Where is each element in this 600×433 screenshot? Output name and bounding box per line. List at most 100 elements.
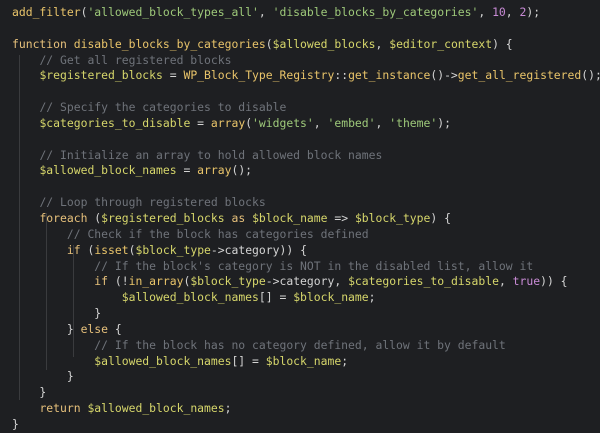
code-line[interactable]: function disable_blocks_by_categories($a… <box>12 37 600 53</box>
code-line[interactable]: // Get all registered blocks <box>12 53 600 69</box>
code-token: (); <box>231 163 253 178</box>
code-line[interactable]: } <box>12 306 600 322</box>
code-token: 2 <box>519 5 527 19</box>
code-token: $block_name <box>252 210 328 225</box>
code-token: } <box>12 321 81 336</box>
code-token: ( <box>245 115 253 130</box>
code-token: // If the block's category is NOT in the… <box>94 258 534 273</box>
code-token <box>12 53 39 67</box>
code-token: // Initialize an array to hold allowed b… <box>39 147 383 162</box>
code-token: { <box>108 321 122 336</box>
code-token <box>12 211 39 225</box>
code-line[interactable]: // Check if the block has categories def… <box>12 227 600 243</box>
code-token: WP_Block_Type_Registry <box>183 68 335 83</box>
code-line[interactable]: add_filter('allowed_block_types_all', 'd… <box>12 5 600 21</box>
code-token: $allowed_block_names <box>39 163 177 178</box>
code-token: ( <box>128 242 136 257</box>
code-token: ) { <box>492 36 513 51</box>
code-token: disable_blocks_by_categories <box>73 36 266 51</box>
code-token: // If the block has no category defined,… <box>94 337 506 352</box>
code-token: true <box>512 274 541 289</box>
code-line[interactable]: $allowed_block_names[] = $block_name; <box>12 290 600 306</box>
code-token <box>12 354 94 368</box>
code-token: $registered_blocks <box>101 210 225 225</box>
code-line[interactable]: if (!in_array($block_type->category, $ca… <box>12 274 600 290</box>
code-token: 'theme' <box>389 115 438 130</box>
code-token: ( <box>183 274 191 289</box>
code-line[interactable]: // Loop through registered blocks <box>12 195 600 211</box>
code-block[interactable]: add_filter('allowed_block_types_all', 'd… <box>12 5 600 433</box>
code-token: $editor_context <box>389 36 493 51</box>
code-token: 'allowed_block_types_all' <box>87 5 259 19</box>
code-line[interactable]: // If the block has no category defined,… <box>12 338 600 354</box>
code-token: $block_name <box>265 353 342 368</box>
code-line[interactable]: if (isset($block_type->category)) { <box>12 243 600 259</box>
code-token: , <box>334 274 349 289</box>
code-token: $categories_to_disable <box>39 115 191 130</box>
code-token <box>12 401 39 415</box>
code-token: = <box>162 68 184 83</box>
code-line[interactable] <box>12 84 600 100</box>
code-token <box>12 259 94 273</box>
code-token: , <box>505 5 520 19</box>
code-token: -> <box>444 68 458 83</box>
code-line[interactable]: $allowed_block_names[] = $block_name; <box>12 354 600 370</box>
code-line[interactable]: } else { <box>12 322 600 338</box>
code-line[interactable]: } <box>12 369 600 385</box>
code-token: [] <box>258 290 273 305</box>
code-token: get_instance <box>348 68 431 83</box>
code-token: as <box>224 210 253 225</box>
indent-guide <box>19 55 20 400</box>
code-line[interactable] <box>12 21 600 37</box>
code-token: category <box>279 274 335 289</box>
code-line[interactable]: foreach ($registered_blocks as $block_na… <box>12 211 600 227</box>
code-token: $allowed_blocks <box>272 36 376 51</box>
code-token <box>12 243 67 257</box>
code-token: -> <box>265 274 280 289</box>
code-line[interactable]: // Initialize an array to hold allowed b… <box>12 148 600 164</box>
code-token: $registered_blocks <box>39 68 163 83</box>
code-line[interactable]: $registered_blocks = WP_Block_Type_Regis… <box>12 68 600 84</box>
code-token <box>12 163 39 177</box>
code-token: // Check if the block has categories def… <box>66 226 369 241</box>
code-token: $allowed_block_names <box>87 401 225 416</box>
code-line[interactable] <box>12 179 600 195</box>
code-line[interactable]: } <box>12 385 600 401</box>
code-token: get_all_registered <box>457 68 582 83</box>
code-token: ) { <box>430 210 451 225</box>
code-token: array <box>197 163 232 178</box>
code-token: 10 <box>492 5 506 19</box>
code-token: $categories_to_disable <box>348 274 499 289</box>
code-token: ; <box>341 353 349 368</box>
code-line[interactable]: return $allowed_block_names; <box>12 401 600 417</box>
code-line[interactable]: } <box>12 417 600 433</box>
code-token: 'widgets' <box>252 115 314 130</box>
code-token: ; <box>224 401 232 416</box>
code-token <box>12 338 94 352</box>
code-token: ( <box>265 36 273 51</box>
code-token: ); <box>526 5 541 19</box>
code-token: , <box>313 115 328 130</box>
code-token: () <box>430 68 445 83</box>
code-token: ; <box>368 290 376 305</box>
code-token: (); <box>581 68 600 83</box>
code-line[interactable]: // Specify the categories to disable <box>12 100 600 116</box>
code-token: -> <box>210 242 225 257</box>
code-token: = <box>190 115 211 130</box>
code-token: else <box>80 321 109 336</box>
code-token: $allowed_block_names <box>94 353 232 368</box>
code-token: , <box>375 115 390 130</box>
code-token: $block_type <box>354 210 431 225</box>
code-line[interactable]: $allowed_block_names = array(); <box>12 163 600 179</box>
code-line[interactable]: $categories_to_disable = array('widgets'… <box>12 116 600 132</box>
code-line[interactable]: // If the block's category is NOT in the… <box>12 259 600 275</box>
code-token <box>12 290 122 304</box>
code-token: ( <box>80 242 95 257</box>
code-token: ( <box>80 5 88 19</box>
code-line[interactable] <box>12 132 600 148</box>
code-token: function <box>12 36 74 51</box>
code-token: } <box>12 306 102 321</box>
code-token <box>12 274 94 288</box>
code-token: $block_type <box>190 274 266 289</box>
